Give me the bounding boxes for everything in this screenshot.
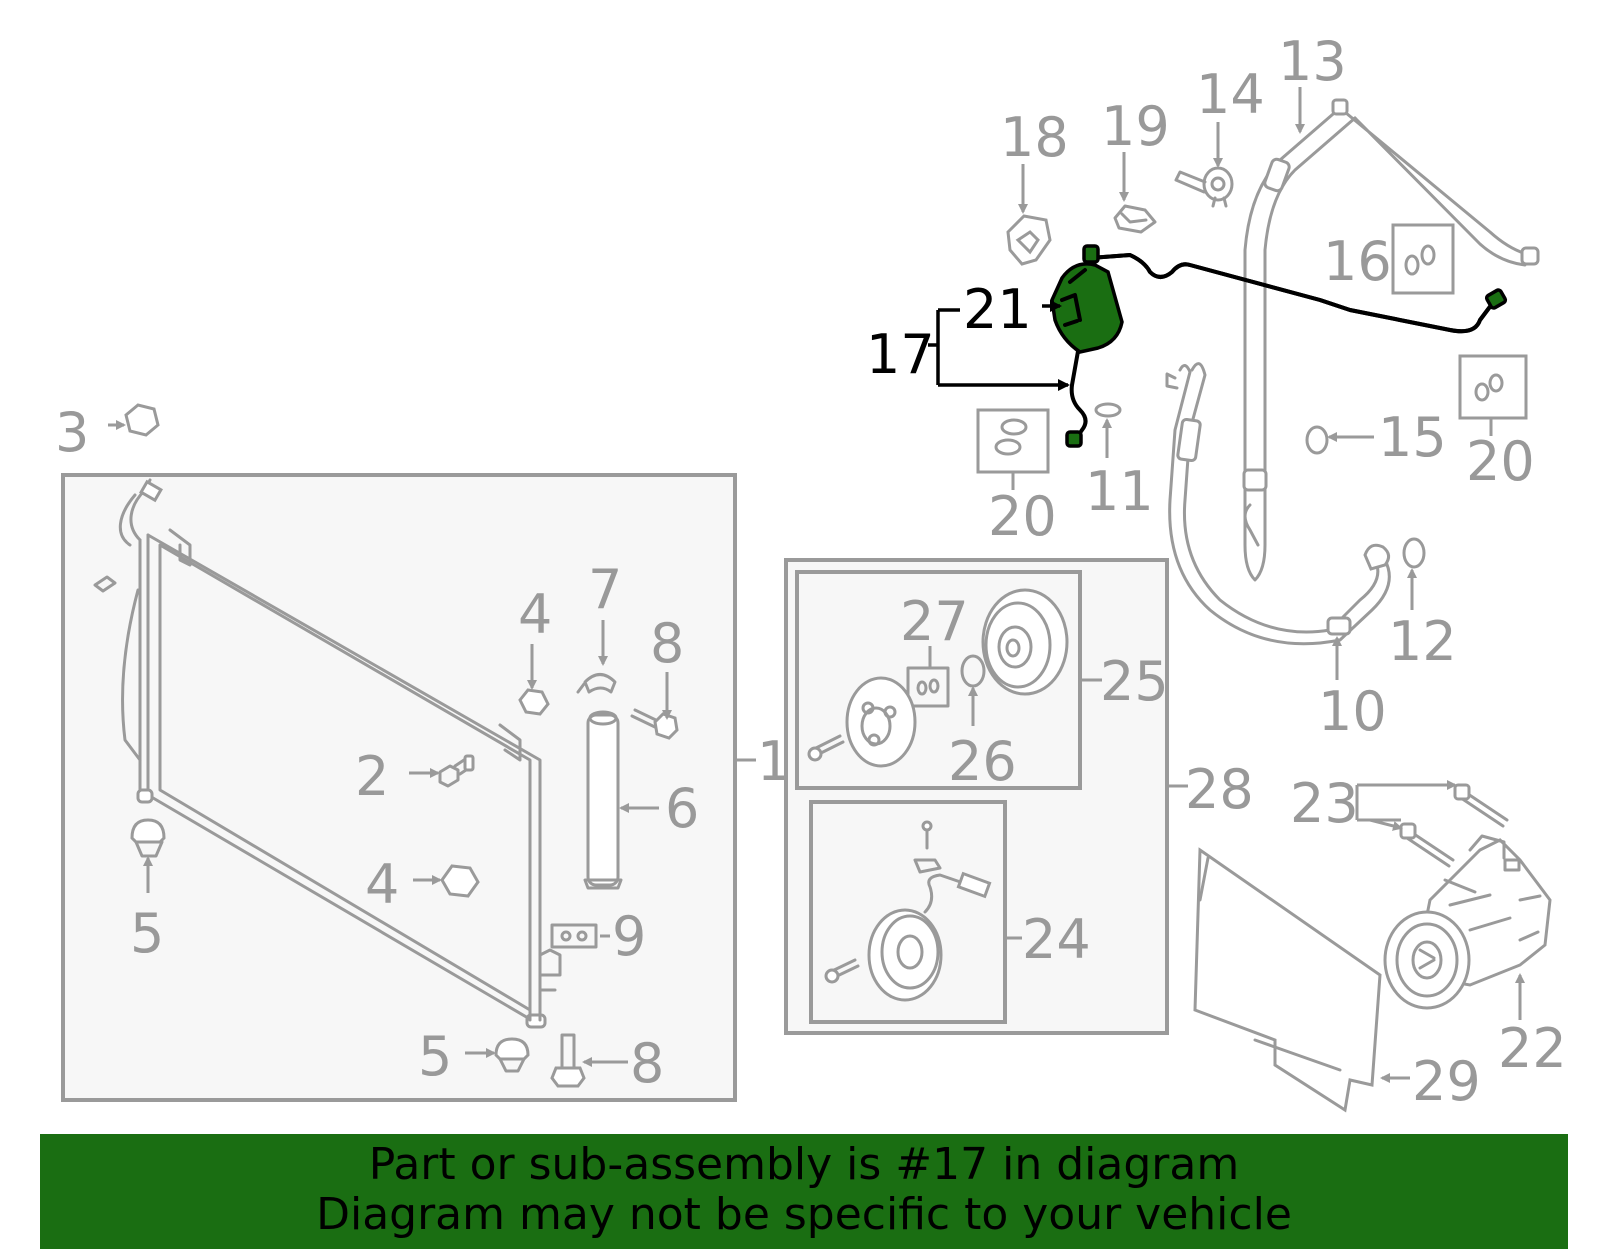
part-21-receiver-highlighted[interactable] [1050,262,1124,354]
part-24-field-coil [824,820,992,1002]
leader-23-arrow-b [1369,818,1403,831]
label-29: 29 [1412,1050,1481,1113]
part-5-grommet-left [130,818,166,858]
clutch-assembly-group: 27 26 25 24 28 [784,558,1254,1035]
info-banner: Part or sub-assembly is #17 in diagram D… [40,1134,1568,1249]
label-2: 2 [355,745,389,808]
part-10-suction-line [1165,362,1391,646]
banner-line-part-number: Part or sub-assembly is #17 in diagram [368,1139,1240,1190]
part-13-pressure-line [1242,98,1540,582]
part-27-shim-kit [906,666,950,708]
label-4-lower: 4 [365,853,399,916]
part-19-clip [1113,204,1157,234]
part-23-bolt-upper [1453,783,1509,828]
label-24: 24 [1022,908,1091,971]
part-4-nut-upper [518,688,550,716]
label-6: 6 [665,777,699,840]
condenser-box [61,473,737,1102]
label-20-right: 20 [1466,430,1535,493]
part-6-receiver-drier [583,710,623,890]
part-4-nut-lower [440,864,480,898]
clutch-hub [807,676,917,768]
part-3-nut [124,403,160,437]
label-23: 23 [1290,772,1359,835]
condenser-core [93,478,562,1029]
part-12-o-ring [1402,537,1426,569]
part-25-pulley [981,588,1069,696]
label-19: 19 [1101,95,1170,158]
label-26: 26 [948,730,1017,793]
part-14-pressure-switch [1174,166,1234,208]
label-21: 21 [963,278,1032,341]
compressor-group: 23 22 29 [1193,772,1567,1113]
label-5-left: 5 [130,902,164,965]
label-16: 16 [1323,230,1392,293]
part-23-bolt-lower [1399,822,1455,868]
label-28: 28 [1185,758,1254,821]
label-18: 18 [1000,106,1069,169]
label-11: 11 [1085,460,1154,523]
label-5-bottom: 5 [418,1025,452,1088]
label-10: 10 [1318,680,1387,743]
label-8-lower: 8 [630,1032,664,1095]
label-4-upper: 4 [518,583,552,646]
label-20-left: 20 [988,485,1057,548]
part-2-bolt [438,754,475,788]
label-25: 25 [1100,650,1169,713]
banner-line-disclaimer: Diagram may not be specific to your vehi… [316,1189,1292,1240]
label-8-upper: 8 [650,612,684,675]
hoses-group: 13 14 18 19 16 15 11 12 10 20 20 [976,30,1540,743]
part-20-seal-kit-right [1458,354,1528,420]
label-3: 3 [55,401,89,464]
parts-diagram: 3 2 4 4 5 5 6 7 8 8 9 1 [55,30,1567,1113]
leader-17 [928,308,1068,385]
label-17[interactable]: 17 [866,323,935,386]
label-13: 13 [1278,30,1347,93]
label-14: 14 [1196,63,1265,126]
part-9-seal-kit [550,923,598,949]
label-9: 9 [612,905,646,968]
label-27: 27 [900,590,969,653]
part-11-o-ring [1094,402,1122,418]
leader-23 [1355,783,1455,822]
part-29-heat-shield [1193,847,1382,1113]
part-20-seal-kit-left [976,408,1050,474]
part-8-bolt-lower [550,1033,586,1088]
part-18-bracket [1006,214,1052,266]
label-7: 7 [588,558,622,621]
part-5-grommet-bottom [494,1037,530,1073]
part-7-clamp [576,673,617,694]
label-15: 15 [1378,406,1447,469]
condenser-assembly-group: 3 2 4 4 5 5 6 7 8 8 9 1 [55,401,791,1102]
part-22-compressor [1383,834,1552,1010]
label-22: 22 [1498,1017,1567,1080]
part-15-o-ring [1305,425,1329,455]
label-12: 12 [1388,610,1457,673]
part-16-seal-kit [1391,223,1455,295]
